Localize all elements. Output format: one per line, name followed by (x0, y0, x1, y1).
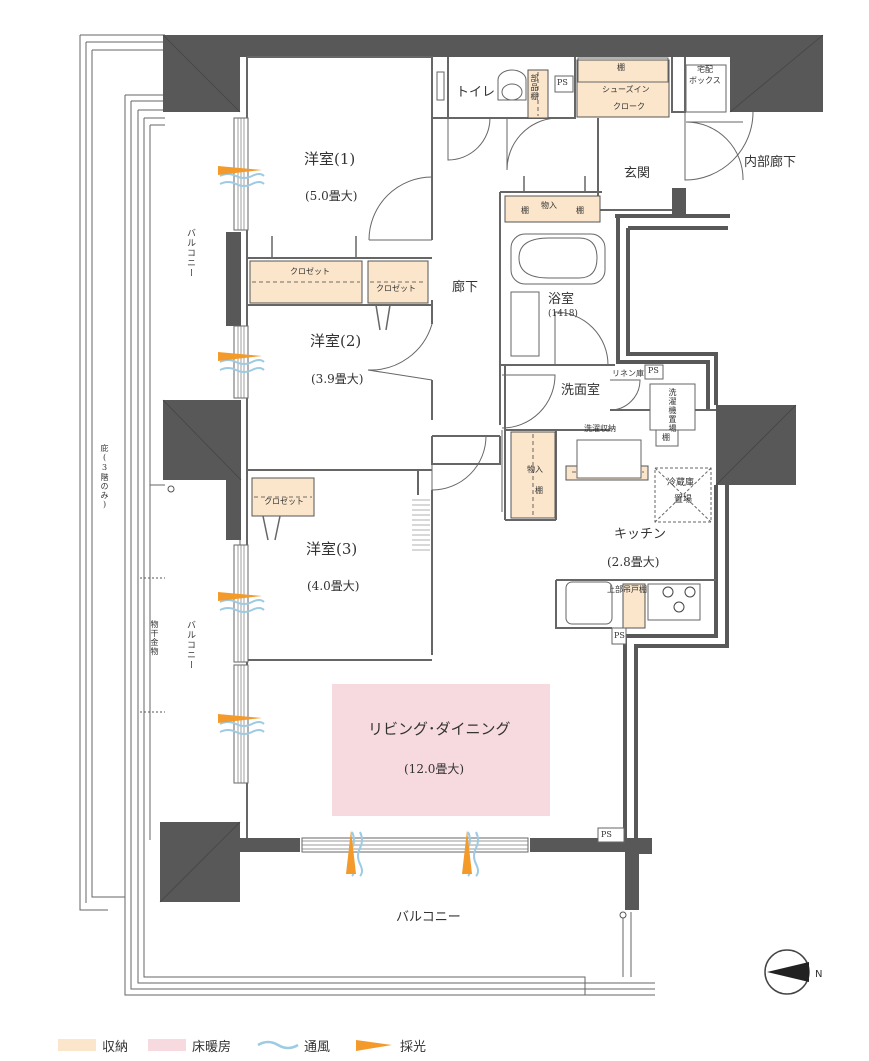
closet-label-1: クロゼット (290, 267, 330, 276)
east-wall (615, 214, 730, 840)
delivery-box-label-1: 宅配 (697, 65, 713, 74)
balcony-west-lower: バルコニー (185, 620, 195, 670)
shoes-in-closet-label-1: シューズイン (602, 85, 650, 94)
closet-label-3: クロゼット (264, 497, 304, 506)
ps-label-wash: PS (648, 366, 659, 375)
linen-shelf-label: リネン庫 (612, 369, 644, 378)
legend-item-lighting: 採光 (400, 1036, 427, 1055)
legend-graphics (58, 1039, 392, 1051)
room-bath-name: 浴室 (548, 292, 575, 307)
legend-label-storage: 収納 (102, 1039, 129, 1055)
room-entrance: 玄関 (624, 166, 651, 181)
upper-cabinet-label: 上部吊戸棚 (607, 585, 647, 594)
balcony-rails (79, 34, 655, 996)
legend-label-ventilation: 通風 (304, 1039, 331, 1055)
washer-place-label: 洗濯機置場 (668, 388, 677, 433)
room-bath-size: (1418) (548, 309, 578, 319)
balcony-west-upper: バルコニー (185, 228, 195, 278)
eaves-label: 庇(3階のみ) (100, 444, 109, 510)
closet-label-2: クロゼット (376, 284, 416, 293)
room-western3-size: (4.0畳大) (307, 579, 360, 593)
shoes-in-closet-label-2: クローク (613, 102, 645, 111)
compass-icon (764, 949, 810, 995)
lighting-symbols (218, 166, 472, 874)
hanger-marks (140, 577, 165, 713)
room-western2-name: 洋室(2) (310, 332, 362, 350)
delivery-box-label-2: ボックス (689, 76, 721, 85)
floor-heating-area (332, 684, 550, 816)
shelf-label-bath-1: 棚 (521, 206, 529, 215)
room-western2-size: (3.9畳大) (311, 372, 364, 386)
fridge-place-label-1: 冷蔵庫 (667, 478, 695, 488)
legend-item-floor-heating: 床暖房 (192, 1036, 232, 1055)
monoire-label-wash: 物入 (527, 465, 543, 474)
room-washroom: 洗面室 (561, 383, 601, 398)
monoire-label-bath: 物入 (541, 201, 557, 210)
fridge-place-label-2: 置場 (674, 495, 693, 505)
legend-item-storage: 収納 (102, 1036, 129, 1055)
legend-label-floor-heating: 床暖房 (192, 1039, 232, 1055)
legend-label-lighting: 採光 (400, 1039, 427, 1055)
room-living-size: (12.0畳大) (404, 762, 465, 776)
room-inner-corridor: 内部廊下 (744, 155, 797, 170)
ps-label-kitchen: PS (614, 631, 625, 640)
room-western1-name: 洋室(1) (304, 150, 356, 168)
room-western3-name: 洋室(3) (306, 540, 358, 558)
shelf-label-bath-2: 棚 (576, 206, 584, 215)
balcony-south: バルコニー (396, 910, 461, 925)
shelf-label-washer: 棚 (662, 433, 670, 442)
shelf-label-wash: 棚 (535, 486, 543, 495)
room-toilet: トイレ (456, 85, 496, 100)
room-western1-size: (5.0畳大) (305, 189, 358, 203)
washer-storage-label: 洗濯収納 (584, 424, 616, 433)
legend-item-ventilation: 通風 (304, 1036, 331, 1055)
room-kitchen-size: (2.8畳大) (607, 555, 660, 569)
compass-north-label: N (815, 969, 823, 980)
door-tabs (262, 176, 586, 541)
legend: 収納 床暖房 通風 採光 (58, 1036, 498, 1055)
fixtures (436, 57, 727, 843)
shelf-label-shoes: 棚 (617, 63, 625, 72)
ps-label-toilet: PS (557, 78, 568, 87)
ps-label-living: PS (601, 830, 612, 839)
hanger-label: 物干金物 (150, 620, 159, 656)
toilet-shelf-label: 部品棚 (530, 74, 539, 101)
room-living-name: リビング･ダイニング (368, 720, 511, 738)
room-hallway: 廊下 (452, 280, 479, 295)
room-kitchen-name: キッチン (614, 527, 667, 542)
